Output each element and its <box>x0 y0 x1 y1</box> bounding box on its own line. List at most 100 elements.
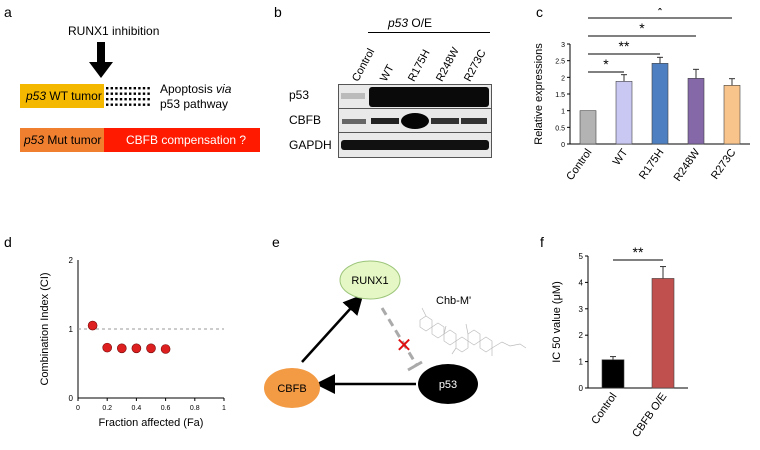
data-point <box>131 343 142 354</box>
cbfb-compensation-label: CBFB compensation ? <box>126 133 247 147</box>
lane-label: R273C <box>462 47 489 84</box>
x-tick-label: 1 <box>222 405 226 412</box>
lane-label: WT <box>378 62 397 84</box>
dot <box>147 103 150 106</box>
x-category-label: R175H <box>637 147 667 182</box>
dot <box>138 98 141 101</box>
dot <box>106 87 109 90</box>
dot <box>142 103 146 106</box>
y-tick-label: 3 <box>561 42 565 49</box>
inhibition-x-icon: ✕ <box>396 335 413 357</box>
x-tick-label: 0 <box>76 405 80 412</box>
y-tick-label: 0.5 <box>555 125 565 132</box>
x-category-label: R248W <box>672 146 703 183</box>
panel-letter-d: d <box>4 234 12 250</box>
drug-label: Chb-M' <box>436 295 471 307</box>
lane-label: Control <box>350 46 378 84</box>
bar <box>651 63 669 145</box>
dot <box>133 92 136 95</box>
data-point <box>160 344 171 354</box>
x-category-label: CBFB O/E <box>630 391 669 440</box>
data-point <box>117 343 127 354</box>
dot <box>142 92 146 95</box>
dot <box>142 87 146 90</box>
dot <box>129 103 132 106</box>
dot <box>129 98 132 101</box>
x-category-label: Control <box>564 147 594 183</box>
apoptosis-label-line2: p53 pathway <box>160 97 229 111</box>
y-tick-label: 0 <box>69 394 74 403</box>
dot <box>110 92 113 95</box>
node-cbfb-label: CBFB <box>277 383 306 395</box>
arrow-cbfb-to-runx1 <box>301 294 364 363</box>
dot <box>124 98 127 101</box>
mut-tumor-box: p53 Mut tumor <box>20 128 104 152</box>
lane-label: R248W <box>434 45 462 84</box>
inhibition-arrow-icon <box>89 42 113 78</box>
dot <box>124 87 127 90</box>
data-point <box>146 343 156 354</box>
node-runx1-label: RUNX1 <box>351 275 388 287</box>
dot <box>119 87 123 90</box>
apoptosis-label-line1: Apoptosis via <box>160 82 232 96</box>
y-tick-label: 2 <box>69 256 74 265</box>
y-tick-label: 0 <box>561 142 565 149</box>
dot <box>115 98 118 101</box>
y-axis-label: IC 50 value (μM) <box>551 281 563 363</box>
y-tick-label: 4 <box>579 278 584 287</box>
significance-mark: ** <box>633 246 644 260</box>
y-tick-label: 1 <box>579 358 584 367</box>
dot <box>147 92 150 95</box>
significance-mark: * <box>603 56 609 72</box>
dot <box>138 87 141 90</box>
dot <box>115 92 118 95</box>
dot <box>129 92 132 95</box>
blot-image-gapdh <box>338 132 492 158</box>
node-p53-label: p53 <box>439 379 457 391</box>
panel-letter-b: b <box>274 4 282 20</box>
dot <box>147 87 150 90</box>
bar <box>601 359 625 389</box>
x-tick-label: 0.4 <box>132 405 142 412</box>
bar <box>579 110 597 145</box>
pathway-diagram: ✕ Chb-M' RUNX1 CBFB p53 <box>264 260 527 408</box>
lane-label: R175H <box>406 47 433 84</box>
dot <box>119 98 123 101</box>
blot-image-p53 <box>338 84 492 110</box>
panel-letter-a: a <box>4 4 12 20</box>
x-category-label: WT <box>611 147 631 168</box>
y-tick-label: 1 <box>69 325 74 334</box>
inhibit-bar <box>407 360 423 372</box>
dot <box>110 98 113 101</box>
blot-image-cbfb <box>338 108 492 134</box>
node-runx1 <box>339 260 401 300</box>
blot-label-gapdh: GAPDH <box>289 138 332 152</box>
significance-mark: * <box>639 20 645 36</box>
cbfb-compensation-box: CBFB compensation ? <box>104 128 260 152</box>
oe-header: p53 O/E <box>388 16 433 30</box>
data-point <box>87 320 98 331</box>
x-category-label: Control <box>589 391 619 427</box>
dot <box>133 103 136 106</box>
bar <box>615 81 633 145</box>
dot <box>133 87 136 90</box>
dot <box>106 98 109 101</box>
runx1-inhibition-label: RUNX1 inhibition <box>68 24 160 38</box>
y-tick-label: 2 <box>579 331 584 340</box>
dot <box>110 87 113 90</box>
molecule-structure-icon <box>419 307 527 356</box>
dot <box>106 103 109 106</box>
x-category-label: R273C <box>709 147 739 182</box>
y-tick-label: 0 <box>579 384 584 393</box>
data-point <box>102 342 112 353</box>
wt-tumor-label: p53 WT tumor <box>26 89 102 103</box>
blot-label-p53: p53 <box>289 88 310 102</box>
y-tick-label: 1.5 <box>555 92 565 99</box>
y-tick-label: 2.5 <box>555 59 565 66</box>
mut-tumor-label: p53 Mut tumor <box>24 133 102 147</box>
dot <box>115 87 118 90</box>
significance-mark: ** <box>619 38 630 54</box>
dot <box>129 87 132 90</box>
